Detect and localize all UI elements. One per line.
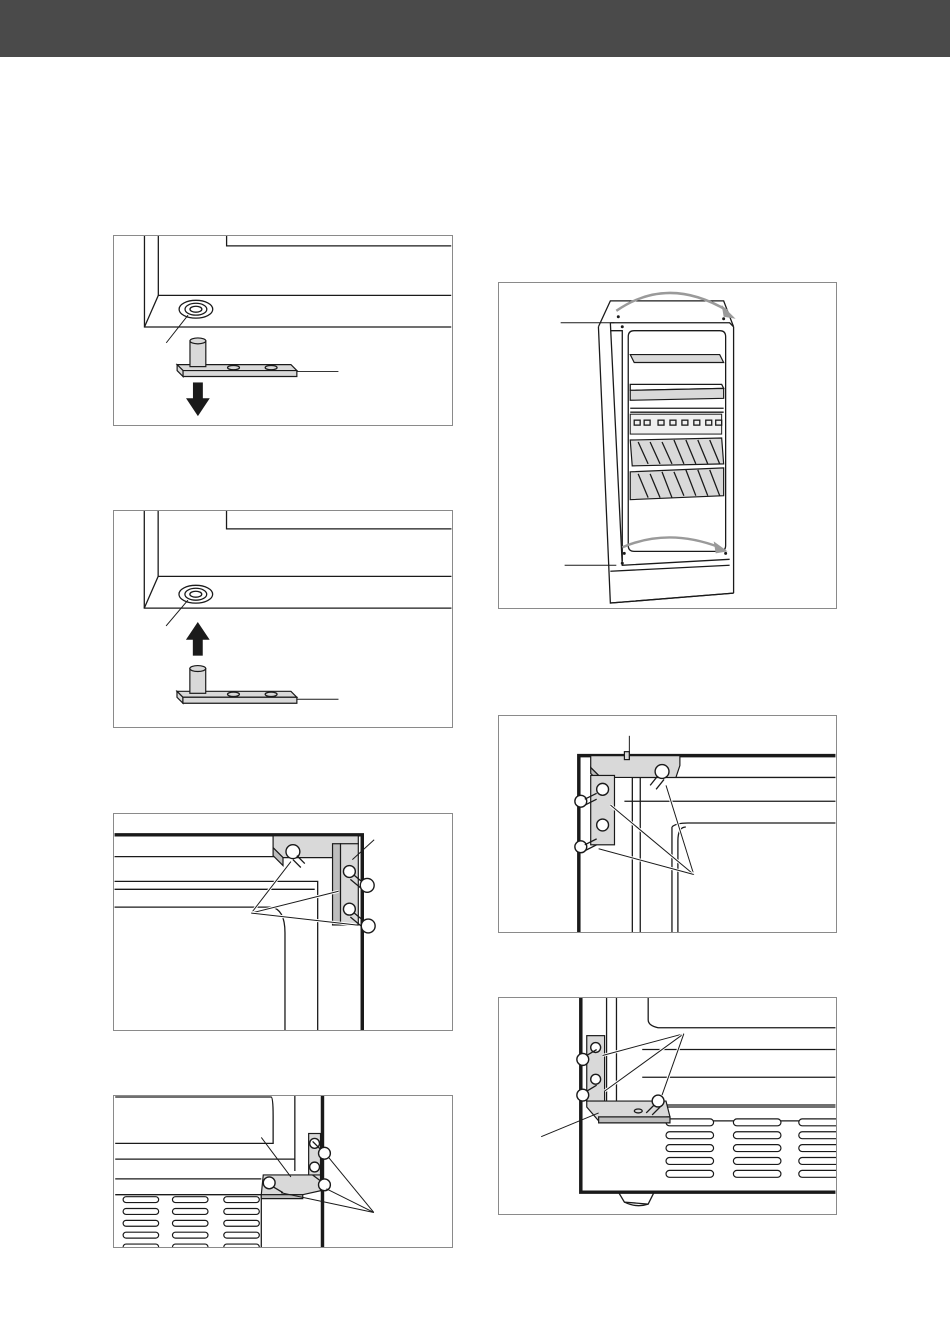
arrow-down-icon [186, 382, 210, 416]
figure-appliance-door-reversal [498, 282, 837, 609]
figure-top-hinge-left [498, 715, 837, 933]
pin-hole [179, 585, 213, 603]
vent-grille [123, 1197, 259, 1247]
figure-hinge-pin-insertion [113, 510, 453, 728]
leveling-foot [618, 1192, 654, 1205]
figure-bottom-hinge-left [498, 997, 837, 1215]
figure-hinge-pin-removal [113, 235, 453, 426]
top-curved-arrow [616, 293, 735, 319]
hinge-pin-plate [177, 338, 297, 377]
screw-icon [575, 839, 597, 853]
vent-grille [666, 1119, 836, 1177]
pin-hole [179, 300, 213, 318]
hinge-pin-plate [177, 666, 297, 704]
figure-bottom-hinge-right [113, 1095, 453, 1248]
arrow-up-icon [186, 622, 210, 656]
header-bar [0, 0, 950, 57]
shelves [630, 355, 723, 500]
figure-top-hinge-right [113, 813, 453, 1031]
